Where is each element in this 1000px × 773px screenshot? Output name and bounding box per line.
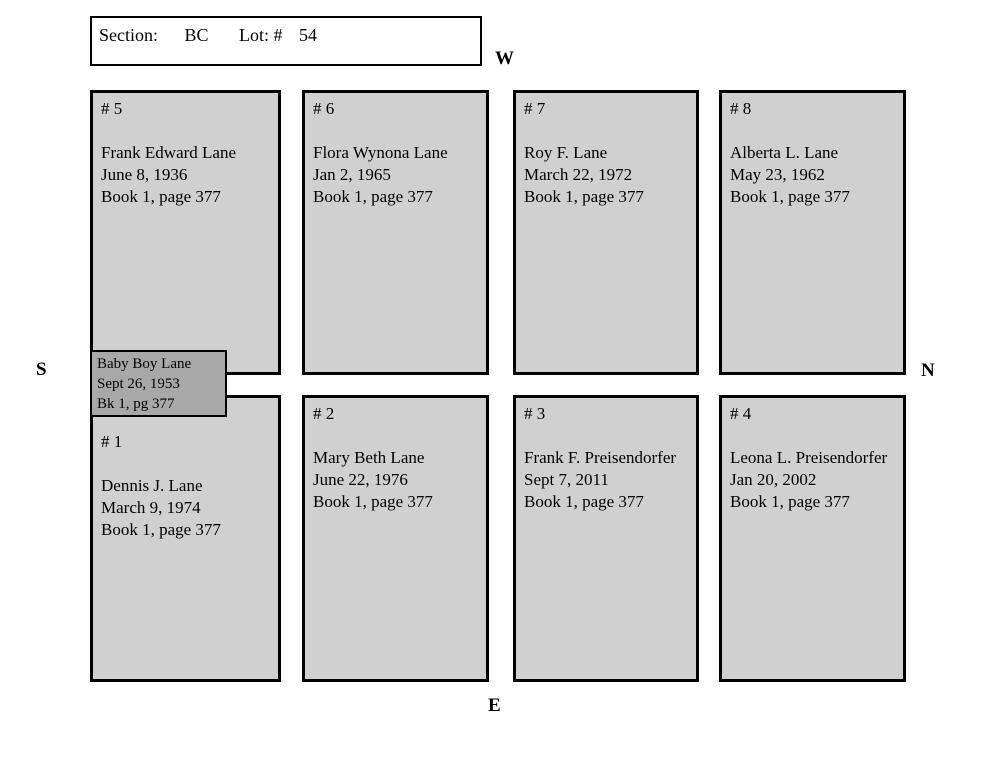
plot-number: # 4 [730,404,752,423]
lot-label: Lot: # [239,25,283,45]
plot-5: # 5 Frank Edward Lane June 8, 1936 Book … [90,90,281,375]
plot-name: Frank Edward Lane [101,143,237,162]
plot-8: # 8 Alberta L. Lane May 23, 1962 Book 1,… [719,90,906,375]
section-lot-header: Section: BC Lot: # 54 [90,16,482,66]
section-label: Section: [99,25,158,45]
compass-south-label: S [36,359,47,380]
plot-book: Book 1, page 377 [524,187,644,206]
plot-details: Alberta L. Lane May 23, 1962 Book 1, pag… [730,142,889,208]
plot-number: # 5 [101,99,123,118]
plot-name: Alberta L. Lane [730,143,839,162]
plot-6: # 6 Flora Wynona Lane Jan 2, 1965 Book 1… [302,90,489,375]
plot-name: Frank F. Preisendorfer [524,448,677,467]
plot-book: Book 1, page 377 [313,492,433,511]
plot-number: # 3 [524,404,546,423]
plot-date: May 23, 1962 [730,165,825,184]
plot-details: Frank F. Preisendorfer Sept 7, 2011 Book… [524,447,682,513]
plot-date: Sept 7, 2011 [524,470,609,489]
plot-name: Flora Wynona Lane [313,143,448,162]
plot-date: Jan 20, 2002 [730,470,817,489]
plot-date: June 8, 1936 [101,165,188,184]
plot-number: # 2 [313,404,335,423]
plot-3: # 3 Frank F. Preisendorfer Sept 7, 2011 … [513,395,699,682]
plot-details: Flora Wynona Lane Jan 2, 1965 Book 1, pa… [313,142,472,208]
plot-name: Roy F. Lane [524,143,608,162]
lot-value: 54 [299,25,318,45]
plot-name: Dennis J. Lane [101,476,203,495]
marker-book: Bk 1, pg 377 [97,396,175,412]
compass-north-label: N [921,360,935,381]
plot-book: Book 1, page 377 [524,492,644,511]
plot-number: # 6 [313,99,335,118]
plot-date: Jan 2, 1965 [313,165,391,184]
compass-east-label: E [488,695,501,716]
plot-book: Book 1, page 377 [101,187,221,206]
plot-date: June 22, 1976 [313,470,408,489]
plot-details: Leona L. Preisendorfer Jan 20, 2002 Book… [730,447,889,513]
plot-book: Book 1, page 377 [730,492,850,511]
plot-book: Book 1, page 377 [730,187,850,206]
plot-book: Book 1, page 377 [101,520,221,539]
plot-name: Leona L. Preisendorfer [730,448,888,467]
marker-name: Baby Boy Lane [97,356,192,372]
compass-west-label: W [495,48,514,69]
plot-date: March 9, 1974 [101,498,201,517]
plot-details: Frank Edward Lane June 8, 1936 Book 1, p… [101,142,264,208]
plot-7: # 7 Roy F. Lane March 22, 1972 Book 1, p… [513,90,699,375]
plot-number: # 8 [730,99,752,118]
plot-book: Book 1, page 377 [313,187,433,206]
plot-details: Roy F. Lane March 22, 1972 Book 1, page … [524,142,682,208]
plot-date: March 22, 1972 [524,165,633,184]
plot-4: # 4 Leona L. Preisendorfer Jan 20, 2002 … [719,395,906,682]
marker-date: Sept 26, 1953 [97,376,180,392]
plot-2: # 2 Mary Beth Lane June 22, 1976 Book 1,… [302,395,489,682]
plot-details: Dennis J. Lane March 9, 1974 Book 1, pag… [101,475,264,541]
plot-1: # 1 Dennis J. Lane March 9, 1974 Book 1,… [90,395,281,682]
section-value: BC [184,25,209,45]
plot-number: # 1 [101,432,123,451]
infant-marker-baby-boy-lane: Baby Boy Lane Sept 26, 1953 Bk 1, pg 377 [90,350,227,417]
plot-number: # 7 [524,99,546,118]
plot-details: Mary Beth Lane June 22, 1976 Book 1, pag… [313,447,472,513]
plot-name: Mary Beth Lane [313,448,425,467]
